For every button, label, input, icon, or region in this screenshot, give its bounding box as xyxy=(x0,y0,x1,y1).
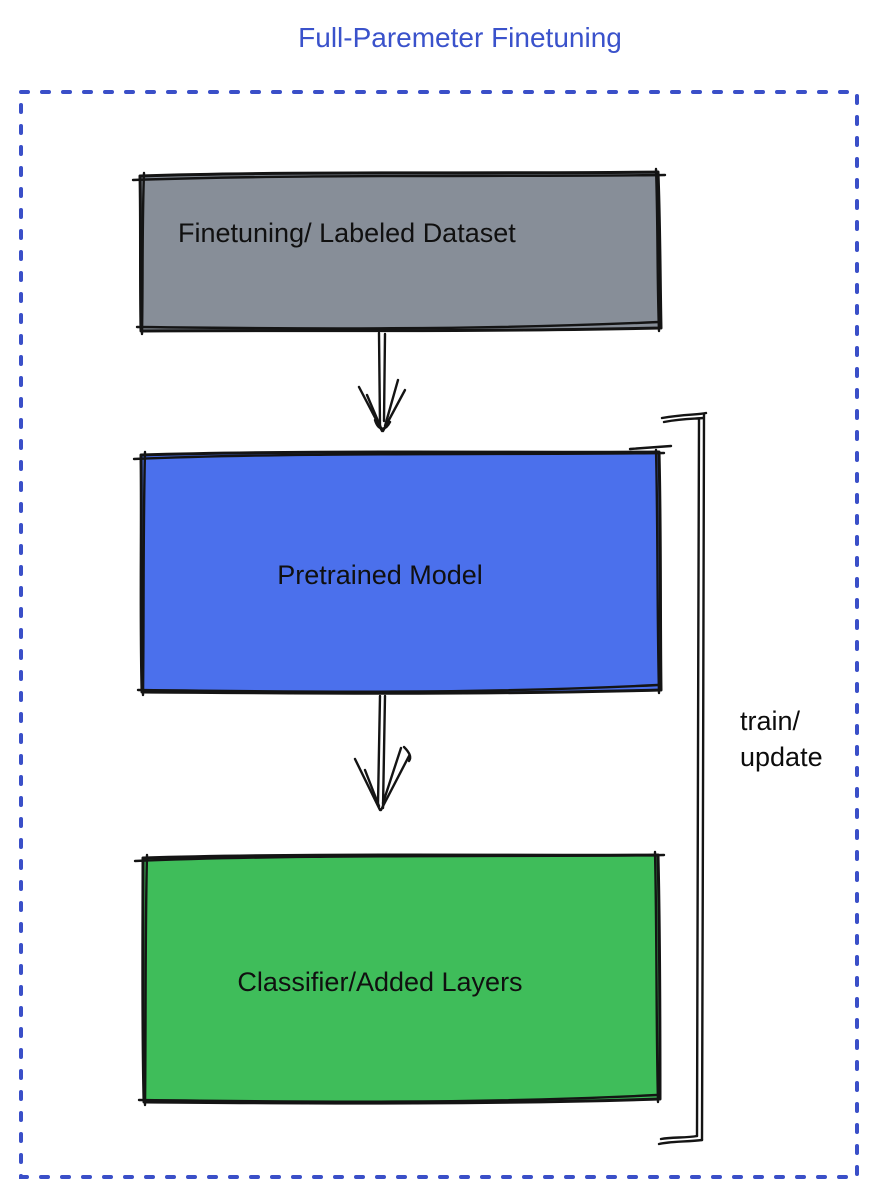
sketch-stroke xyxy=(628,444,673,451)
dotted-frame xyxy=(19,90,859,1179)
sketch-stroke xyxy=(136,683,660,693)
pretrained-model-box xyxy=(132,444,673,697)
sketch-stroke xyxy=(133,853,666,863)
classifier-added-layers-label: Classifier/Added Layers xyxy=(237,967,523,997)
arrow-pretrained-to-classifier xyxy=(353,694,412,812)
finetuning-dataset-box xyxy=(131,167,667,336)
sketch-stroke xyxy=(653,850,660,1104)
train-update-label: train/ update xyxy=(740,706,823,772)
diagram-title: Full-Paremeter Finetuning xyxy=(298,22,622,53)
pretrained-model-label: Pretrained Model xyxy=(277,560,483,590)
arrow-dataset-to-pretrained xyxy=(357,331,407,433)
finetuning-dataset-label: Finetuning/ Labeled Dataset xyxy=(178,218,516,248)
finetuning-dataset-box-fill xyxy=(138,170,663,333)
sketch-stroke xyxy=(140,171,146,336)
sketch-stroke xyxy=(143,853,149,1107)
sketch-stroke xyxy=(131,173,667,182)
sketch-stroke xyxy=(654,167,661,333)
sketch-stroke xyxy=(654,448,661,695)
sketch-stroke xyxy=(141,450,147,697)
classifier-added-layers-box xyxy=(133,850,666,1107)
sketch-stroke xyxy=(137,1093,659,1103)
sketch-stroke xyxy=(132,451,666,461)
sketch-stroke xyxy=(135,320,661,330)
train-update-bracket xyxy=(657,411,708,1146)
pretrained-model-box-fill xyxy=(139,450,663,695)
